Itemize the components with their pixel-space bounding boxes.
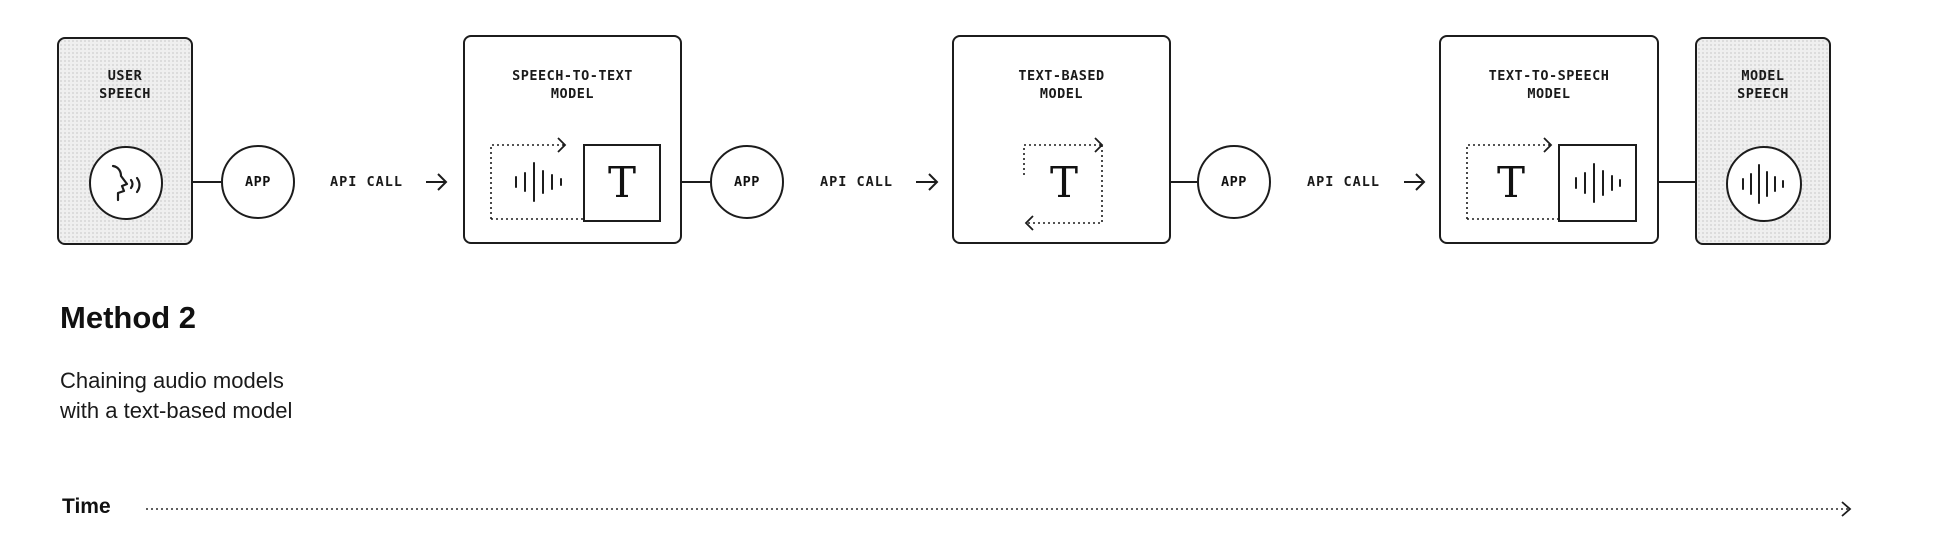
speech-to-text-model-node: SPEECH-TO-TEXT MODEL T — [463, 35, 682, 244]
text-t-icon: T — [607, 158, 636, 207]
text-based-model-label: TEXT-BASED MODEL — [1018, 68, 1105, 102]
waveform-icon — [1726, 146, 1802, 222]
audio-output-box — [1558, 144, 1637, 222]
waveform-icon — [1574, 163, 1621, 203]
speaking-head-icon — [89, 146, 163, 220]
text-t-icon: T — [1049, 158, 1078, 207]
text-to-speech-model-label: TEXT-TO-SPEECH MODEL — [1488, 68, 1610, 102]
stt-flow-arrow — [490, 137, 583, 220]
time-axis-label: Time — [62, 495, 111, 518]
waveform-icon — [515, 162, 562, 202]
model-speech-node: MODEL SPEECH — [1695, 37, 1831, 245]
app-node-3: APP — [1197, 145, 1271, 219]
text-model-loop-arrow — [1023, 137, 1104, 231]
method-description: Chaining audio models with a text-based … — [60, 368, 293, 423]
app-node-2: APP — [710, 145, 784, 219]
arrow-head — [928, 173, 939, 191]
user-speech-label: USER SPEECH — [99, 68, 151, 102]
arrow-head — [1415, 173, 1426, 191]
time-axis-arrow-head — [1841, 501, 1852, 517]
text-to-speech-model-node: TEXT-TO-SPEECH MODEL T — [1439, 35, 1659, 244]
text-output-box: T — [583, 144, 661, 222]
text-t-icon: T — [1496, 158, 1525, 207]
tts-flow-arrow — [1466, 137, 1559, 220]
model-speech-label: MODEL SPEECH — [1737, 68, 1789, 102]
api-call-label-2: API CALL — [820, 174, 894, 190]
method-title: Method 2 — [60, 300, 197, 335]
api-call-label-1: API CALL — [330, 174, 404, 190]
app-node-1: APP — [221, 145, 295, 219]
text-based-model-node: TEXT-BASED MODEL T — [952, 35, 1171, 244]
arrow-head — [437, 173, 448, 191]
speech-to-text-model-label: SPEECH-TO-TEXT MODEL — [512, 68, 633, 102]
api-call-label-3: API CALL — [1307, 174, 1381, 190]
user-speech-node: USER SPEECH — [57, 37, 193, 245]
